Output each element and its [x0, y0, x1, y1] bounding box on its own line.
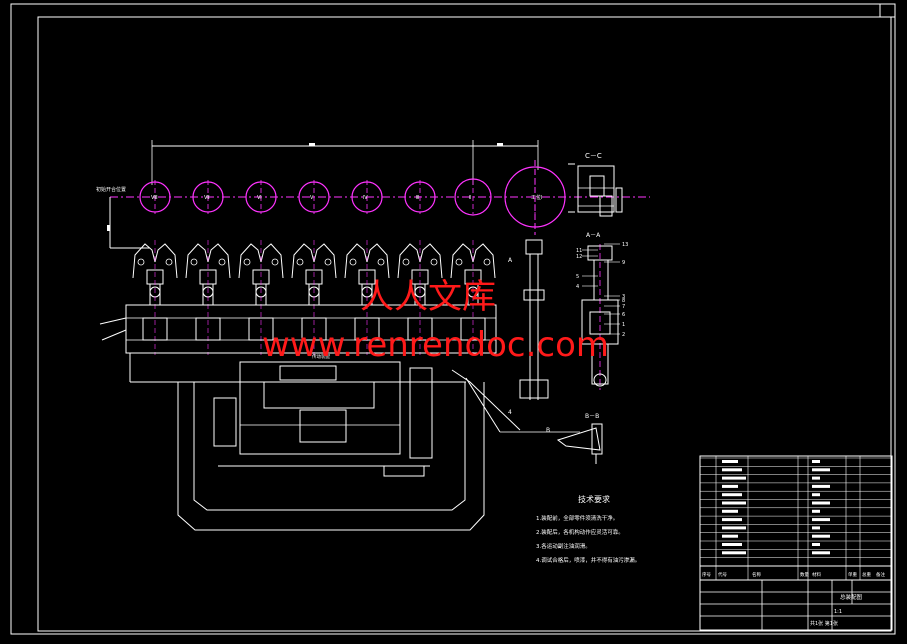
vertical-shaft: A 4 [508, 239, 549, 416]
bom-header-cell: 备注 [876, 571, 885, 578]
a-marker: A [508, 257, 513, 264]
tech-req-item-4: 4.调试合格后，喷漆，并不得有油污渗漏。 [536, 556, 640, 564]
section-label-cc: C－C [585, 152, 602, 160]
part-number: 11 [576, 248, 582, 254]
bom-header-cell: 代号 [718, 571, 727, 578]
bom-header-cell: 数量 [800, 571, 809, 578]
station-label: Ⅵ [257, 195, 262, 201]
section-bb-view: B－B B [546, 413, 603, 464]
part-number: 1 [622, 322, 625, 328]
base-inner [193, 382, 466, 511]
part-number: 12 [576, 254, 582, 260]
station-layout: 初始开合位置 Ⅷ Ⅶ Ⅵ Ⅴ Ⅳ Ⅲ Ⅱ 工位Ⅰ C－C [96, 140, 650, 235]
bom-header-cell: 序号 [702, 571, 711, 578]
watermark-url: www.renrendoc.com [262, 325, 609, 365]
station-label: Ⅶ [204, 195, 210, 201]
drawing-scale: 1:1 [834, 609, 842, 615]
bom-header-cell: 名称 [752, 571, 761, 578]
station-label: Ⅳ [363, 195, 368, 201]
corner-mark [879, 3, 896, 18]
tech-req-item-2: 2.装配后，各机构动作应灵活可靠。 [536, 528, 624, 536]
station-label: Ⅱ [469, 195, 471, 201]
left-dimension [107, 197, 150, 249]
section-label-aa: A－A [586, 232, 601, 239]
gripper-unit [132, 240, 178, 355]
tech-req-item-1: 1.装配前，全部零件须清洗干净。 [536, 514, 618, 522]
part-number: 8 [622, 298, 625, 304]
part-number: 5 [576, 274, 579, 280]
bom-header: 序号代号 名称 数量材料 单重总重备注 [702, 571, 885, 578]
station-circle [454, 178, 492, 216]
technical-requirements: 技术要求 1.装配前，全部零件须清洗干净。 2.装配后，各机构动作应灵活可靠。 … [536, 494, 640, 564]
drawing-title: 总装配图 [840, 593, 863, 601]
station-label: Ⅴ [310, 195, 314, 201]
sheet-border-outer [10, 3, 896, 635]
svg-text:传动装配: 传动装配 [312, 353, 330, 360]
tech-req-title: 技术要求 [578, 494, 610, 504]
bom-header-cell: 单重 [848, 571, 857, 578]
svg-text:4: 4 [508, 409, 512, 416]
gripper-unit [185, 240, 231, 355]
part-number: 7 [622, 304, 625, 310]
title-block-frame [699, 455, 893, 631]
part-number: 9 [622, 260, 625, 266]
base-outer [177, 382, 485, 531]
left-note: 初始开合位置 [96, 186, 126, 193]
section-label-bb: B－B [585, 413, 599, 420]
section-cc-view [577, 165, 615, 213]
title-block: 序号代号 名称 数量材料 单重总重备注 总装配图 1:1 共1张 第1张 [699, 455, 893, 631]
gripper-unit [450, 240, 496, 355]
station-label: Ⅷ [151, 195, 158, 201]
watermark-cn: 人人文库 [360, 277, 496, 317]
bom-header-cell: 材料 [812, 571, 821, 578]
part-number: 3 [622, 294, 625, 300]
station-label: Ⅲ [416, 195, 419, 201]
machine-base: 传动装配 [177, 353, 580, 531]
sheet-count: 共1张 第1张 [810, 620, 838, 627]
part-number: 13 [622, 242, 628, 248]
rail-frame [125, 304, 497, 354]
bom-header-cell: 总重 [862, 571, 871, 578]
tech-req-item-3: 3.各运动副注油润滑。 [536, 542, 591, 550]
part-number: 2 [622, 332, 625, 338]
drive-housing [239, 361, 401, 455]
station-label: 工位Ⅰ [531, 194, 542, 201]
sheet-border-inner [37, 16, 892, 632]
part-number: 4 [576, 284, 579, 290]
b-marker: B [546, 427, 550, 434]
bom-rows [700, 456, 892, 580]
part-number: 6 [622, 312, 625, 318]
